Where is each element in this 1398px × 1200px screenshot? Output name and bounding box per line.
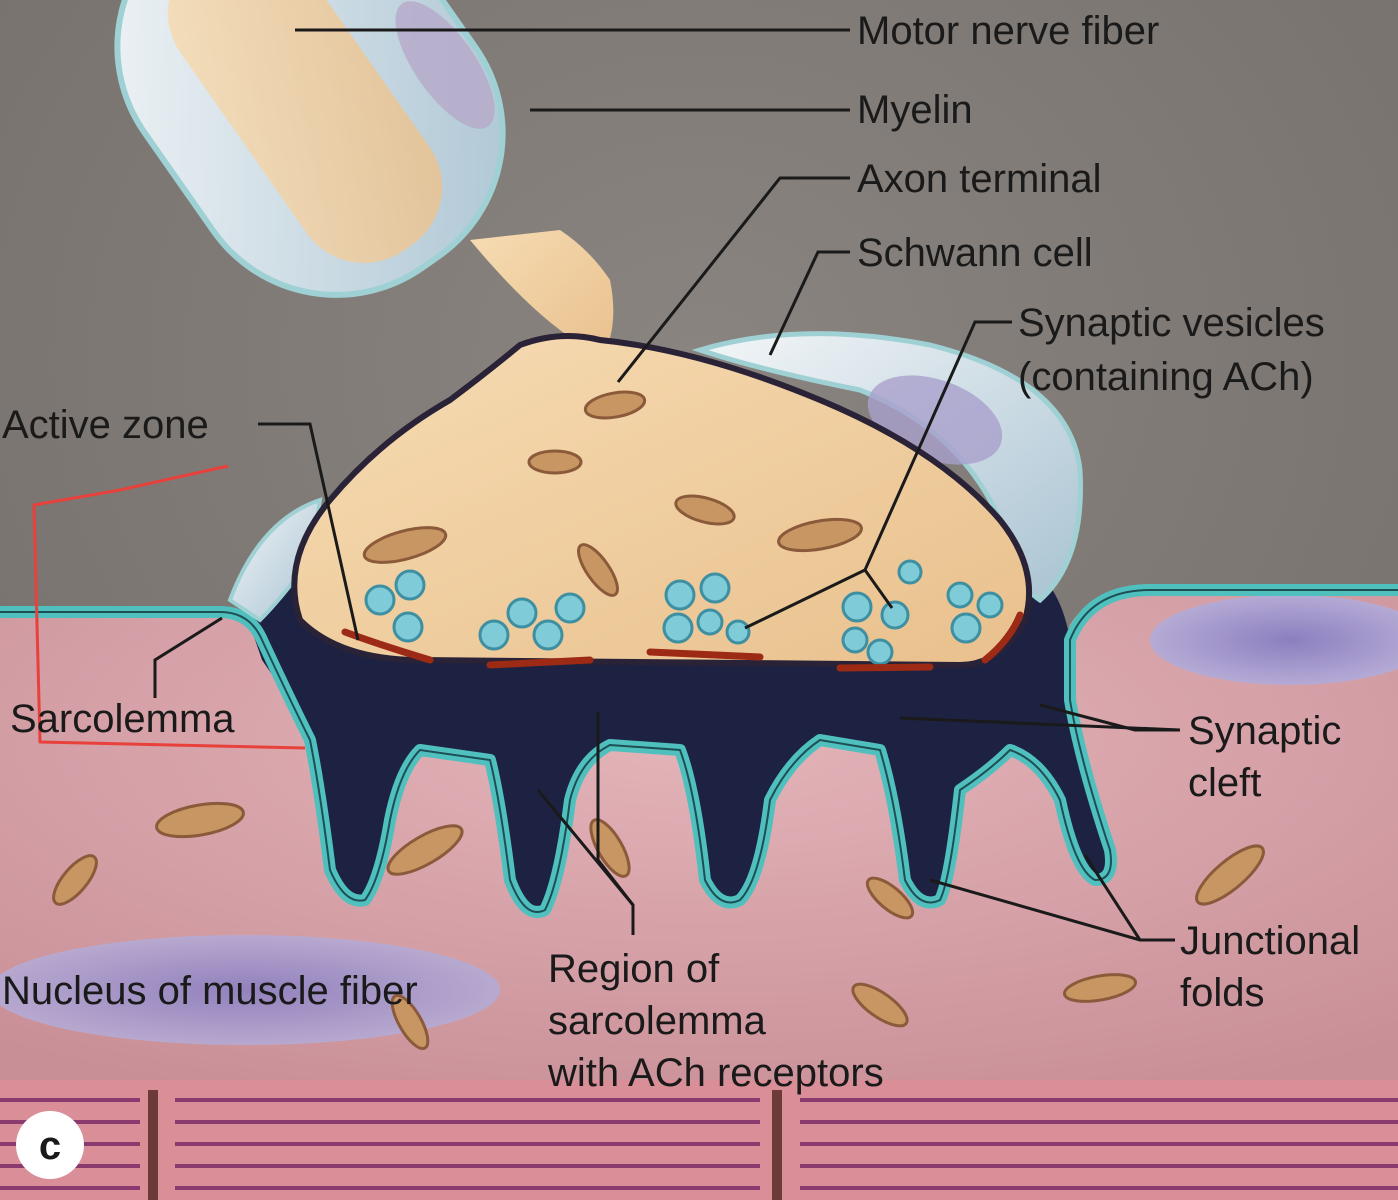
axon-core xyxy=(167,0,443,263)
label-active-zone: Active zone xyxy=(2,403,209,447)
label-cleft: cleft xyxy=(1188,761,1261,805)
axon-terminal xyxy=(291,333,1033,669)
myofibrils xyxy=(0,1080,1398,1200)
schwann-cell xyxy=(691,331,1083,604)
label-synaptic-vesicles: Synaptic vesicles xyxy=(1018,301,1325,345)
label-axon-terminal: Axon terminal xyxy=(857,157,1102,201)
label-with-ach-receptors: with ACh receptors xyxy=(547,1051,884,1095)
mitochondria-muscle xyxy=(52,801,1265,1051)
label-folds: folds xyxy=(1180,971,1265,1015)
label-containing-ach: (containing ACh) xyxy=(1018,355,1314,399)
leader-lines xyxy=(153,28,1181,942)
label-synaptic: Synaptic xyxy=(1188,709,1341,753)
label-motor-nerve-fiber: Motor nerve fiber xyxy=(857,9,1159,53)
label-sarcolemma: Sarcolemma xyxy=(10,697,235,741)
label-myelin: Myelin xyxy=(857,88,973,132)
label-junctional: Junctional xyxy=(1180,919,1360,963)
panel-letter-badge xyxy=(16,1111,84,1179)
label-nucleus-of-muscle-fiber: Nucleus of muscle fiber xyxy=(2,969,418,1013)
labels: Motor nerve fiber Myelin Axon terminal S… xyxy=(2,9,1360,1095)
label-region-of: Region of xyxy=(548,947,720,991)
panel-letter: c xyxy=(39,1124,61,1168)
mitochondria-terminal xyxy=(362,390,863,597)
active-zones xyxy=(341,611,1024,672)
muscle-nucleus-right xyxy=(1150,595,1398,685)
label-sarcolemma-2: sarcolemma xyxy=(548,999,767,1043)
hand-annotation-bracket xyxy=(32,464,306,750)
label-schwann-cell: Schwann cell xyxy=(857,231,1093,275)
muscle-nucleus-left xyxy=(0,935,500,1045)
synaptic-vesicles xyxy=(364,559,1004,666)
schwann-cell-left xyxy=(227,497,323,623)
motor-nerve-fiber xyxy=(114,0,614,360)
